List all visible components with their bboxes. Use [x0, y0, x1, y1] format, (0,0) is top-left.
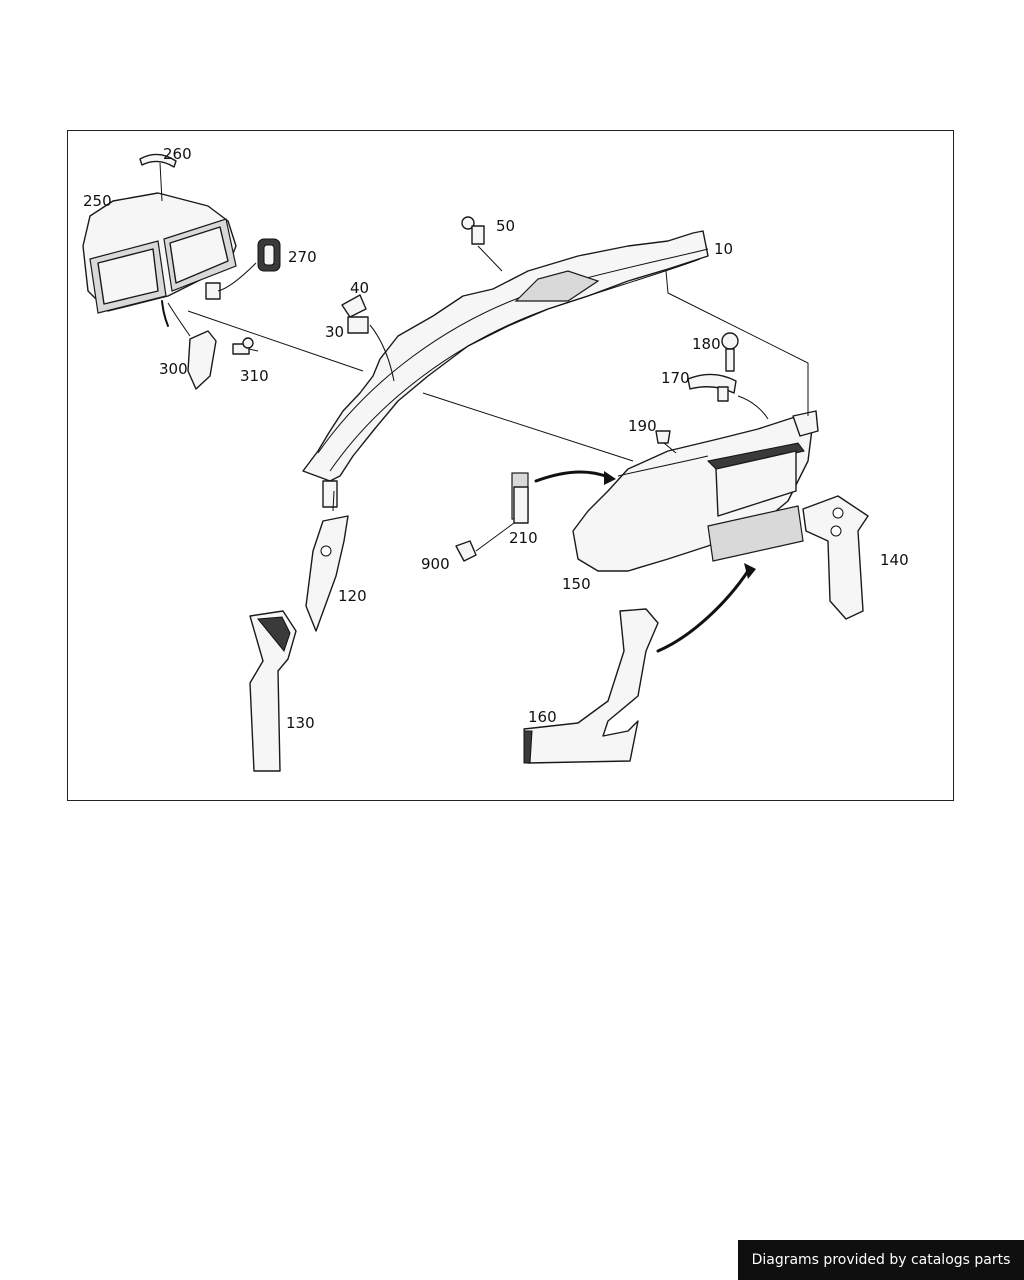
callout-50: 50	[496, 217, 515, 235]
part-160-lower-duct	[523, 563, 756, 764]
callout-150: 150	[562, 575, 591, 593]
part-10-cowl-panel	[302, 230, 709, 508]
part-190-clip	[655, 430, 677, 454]
callout-210: 210	[509, 529, 538, 547]
part-170-hose-clip	[687, 373, 769, 420]
part-50-push-clip	[461, 216, 503, 272]
callout-310: 310	[240, 367, 269, 385]
callout-180: 180	[692, 335, 721, 353]
callout-900: 900	[421, 555, 450, 573]
callout-130: 130	[286, 714, 315, 732]
callout-40: 40	[350, 279, 369, 297]
part-310-clip	[232, 337, 259, 355]
part-180-bolt	[721, 332, 739, 372]
callout-300: 300	[159, 360, 188, 378]
part-140-bracket	[802, 495, 869, 620]
callout-10: 10	[714, 240, 733, 258]
callout-170: 170	[661, 369, 690, 387]
part-250-air-inlet-housing	[82, 192, 237, 314]
part-300-bracket	[167, 302, 217, 390]
part-900-plug	[455, 522, 515, 562]
callout-190: 190	[628, 417, 657, 435]
callout-120: 120	[338, 587, 367, 605]
callout-250: 250	[83, 192, 112, 210]
callout-160: 160	[528, 708, 557, 726]
callout-30: 30	[325, 323, 344, 341]
diagram-frame: 10 30 40 50 120 130 140 150 160 170 180 …	[67, 130, 954, 801]
part-30-nut	[347, 316, 395, 382]
part-120-brace	[305, 490, 349, 632]
callout-270: 270	[288, 248, 317, 266]
part-260-handle	[139, 153, 177, 202]
part-150-duct-housing	[572, 410, 819, 572]
part-40-cap	[341, 294, 367, 318]
footer-credit-badge: Diagrams provided by catalogs parts	[738, 1240, 1024, 1280]
part-130-duct	[249, 610, 297, 772]
part-270-grommet	[217, 238, 281, 292]
callout-140: 140	[880, 551, 909, 569]
part-210-connector	[511, 470, 616, 524]
parts-diagram: 10 30 40 50 120 130 140 150 160 170 180 …	[82, 145, 909, 772]
callout-260: 260	[163, 145, 192, 163]
